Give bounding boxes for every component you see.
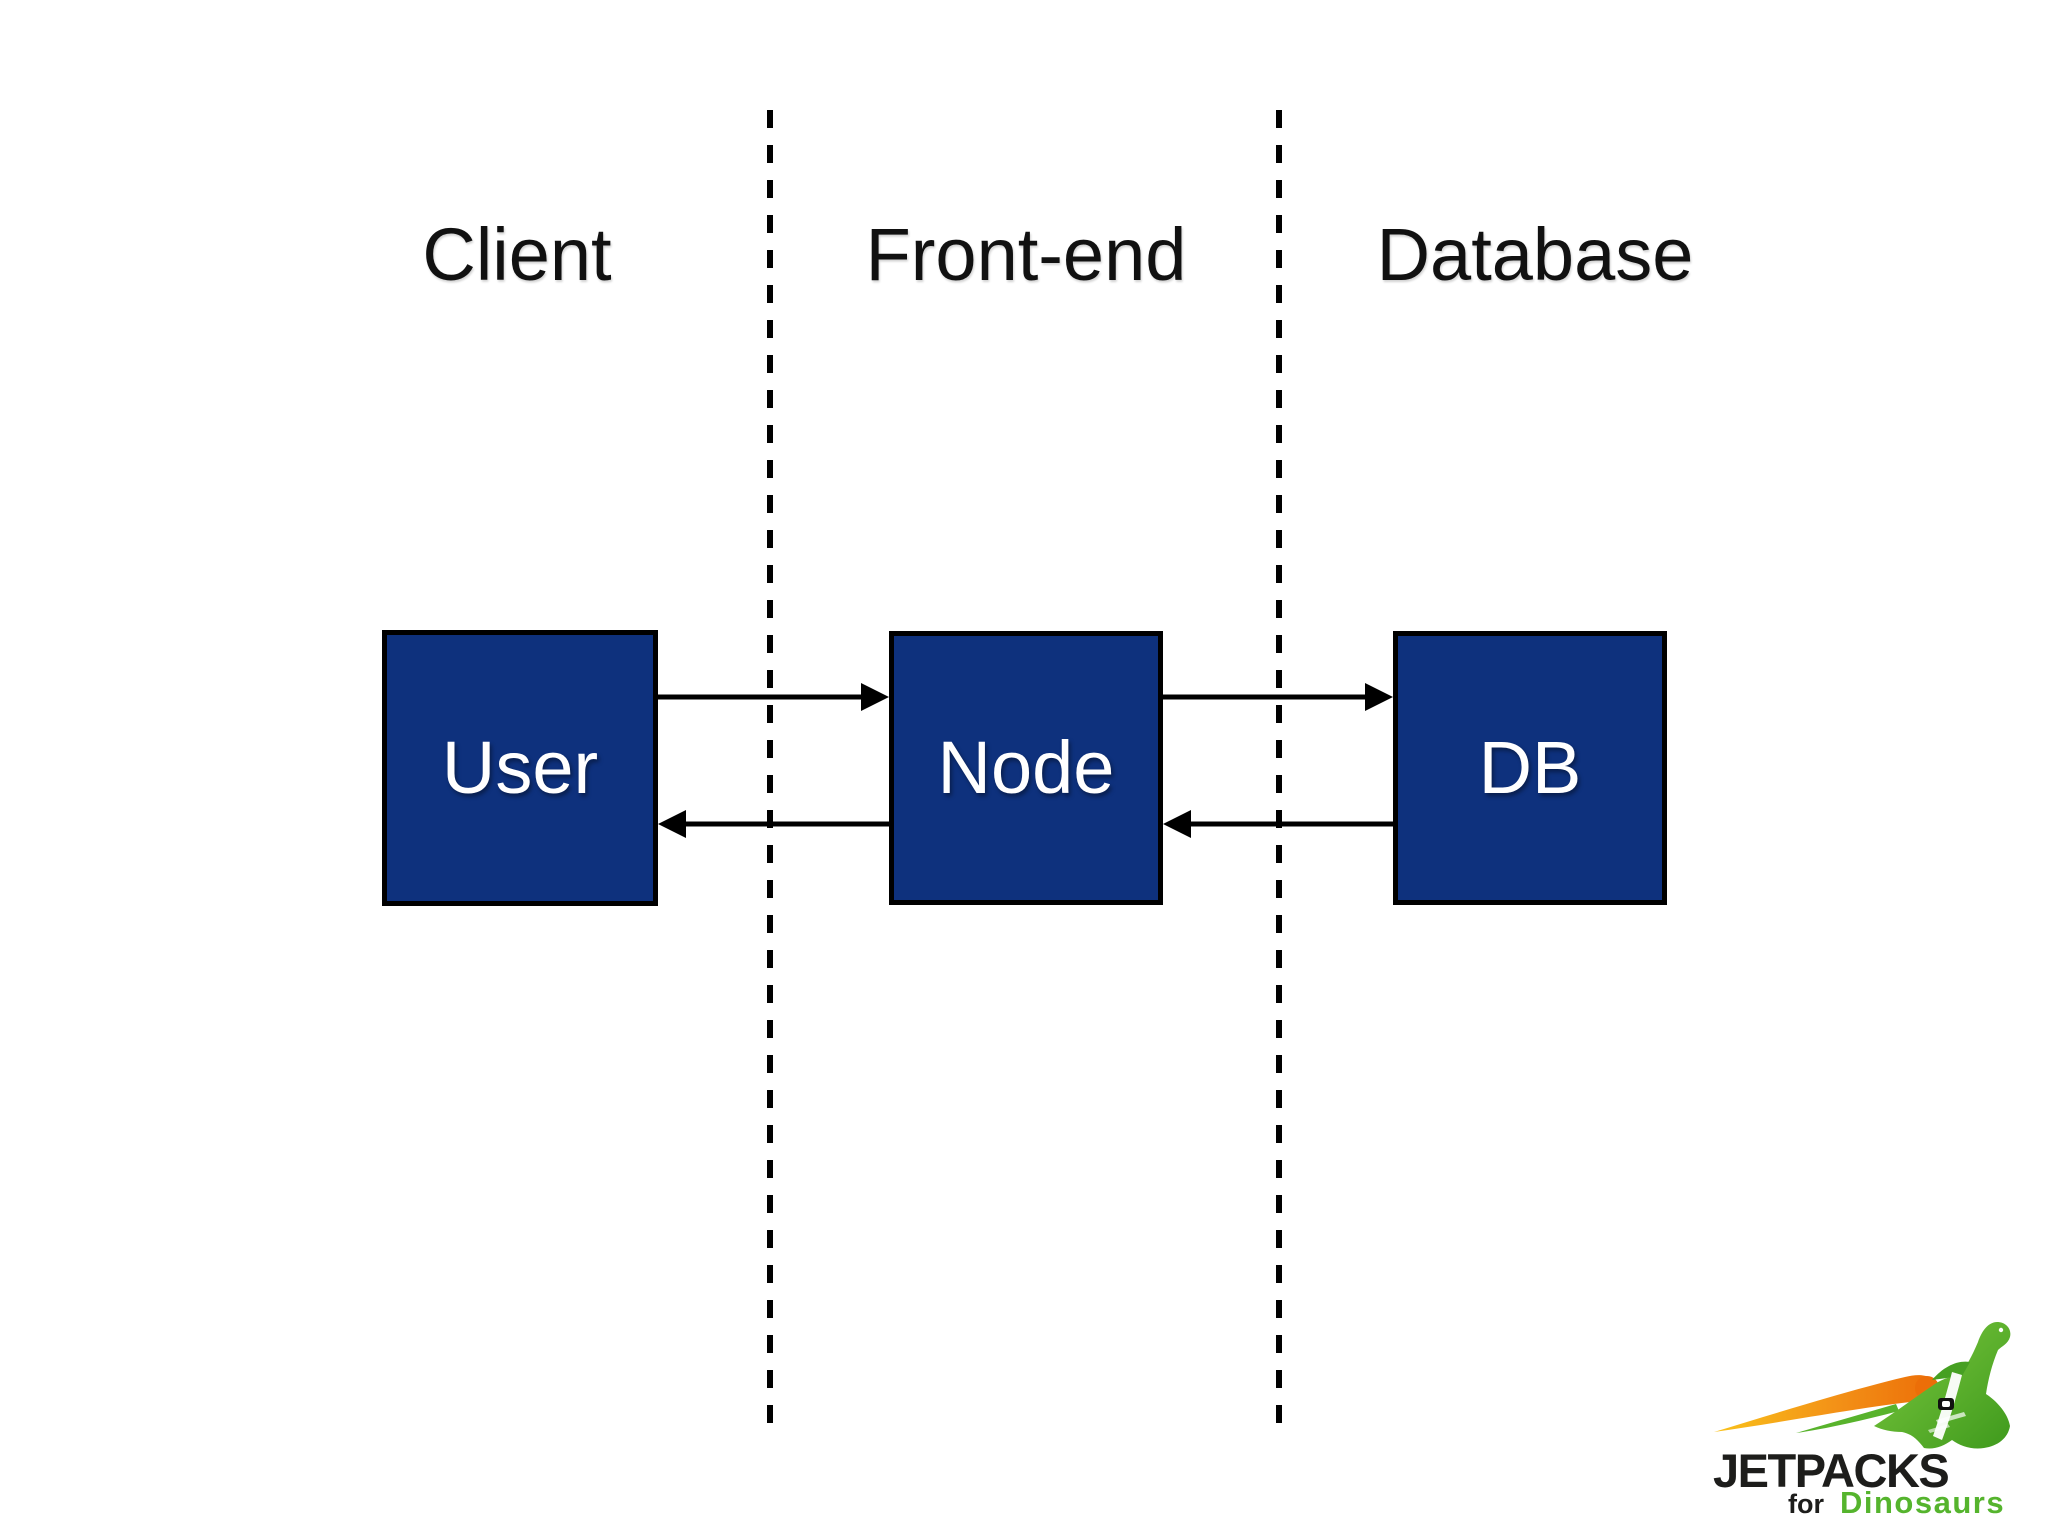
- node-label-db: DB: [1478, 726, 1582, 809]
- arrow-db-to-node: [1163, 810, 1393, 838]
- node-box-node: Node: [889, 631, 1163, 905]
- jetpacks-logo: JETPACKS for Dinosaurs: [1713, 1322, 2011, 1520]
- arrow-node-to-user: [658, 810, 889, 838]
- arrow-user-to-node: [658, 683, 889, 711]
- column-header-client: Client: [422, 213, 612, 296]
- logo-title: JETPACKS: [1713, 1444, 1948, 1497]
- logo-subtitle-brand: Dinosaurs: [1840, 1485, 2005, 1520]
- column-header-frontend: Front-end: [865, 213, 1187, 296]
- node-box-user: User: [382, 630, 658, 906]
- arrow-node-to-db: [1163, 683, 1393, 711]
- node-label-user: User: [441, 726, 599, 809]
- column-header-database: Database: [1376, 213, 1694, 296]
- node-label-node: Node: [937, 726, 1115, 809]
- node-box-db: DB: [1393, 631, 1667, 905]
- logo-subtitle-prefix: for: [1788, 1489, 1824, 1519]
- dinosaur-jetpack-icon: [1714, 1322, 2011, 1449]
